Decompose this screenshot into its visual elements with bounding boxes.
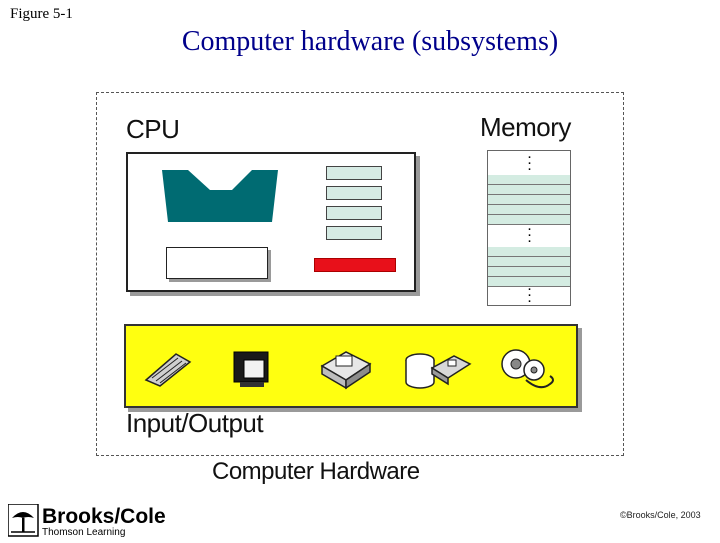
computer-hardware-frame <box>96 92 624 456</box>
publisher-logo-mark: Brooks/Cole Thomson Learning <box>7 503 166 538</box>
memory-ellipsis: ··· <box>528 152 532 176</box>
register <box>326 206 382 220</box>
memory-cell <box>488 277 570 287</box>
register <box>326 166 382 180</box>
memory-cell <box>488 175 570 185</box>
figure-label: Figure 5-1 <box>10 6 73 22</box>
printer-icon <box>320 351 372 390</box>
memory-cell <box>488 205 570 215</box>
memory-ellipsis: ··· <box>528 284 532 308</box>
disk-drive-icon <box>405 353 472 389</box>
cpu-label: CPU <box>126 114 180 144</box>
computer-hardware-label: Computer Hardware <box>212 458 420 485</box>
publisher-logo: Brooks/Cole Thomson Learning <box>7 503 172 543</box>
memory-ellipsis: ··· <box>528 224 532 248</box>
tape-drive-icon <box>501 349 554 389</box>
memory-cell <box>488 267 570 277</box>
memory-label: Memory <box>480 112 571 142</box>
control-unit <box>166 247 268 279</box>
memory-cell <box>488 195 570 205</box>
memory-cell <box>488 257 570 267</box>
io-box <box>124 324 578 408</box>
register <box>326 186 382 200</box>
memory-box: ··· ··· ··· <box>487 150 571 308</box>
memory-cell <box>488 215 570 225</box>
logo-tagline: Thomson Learning <box>42 527 125 538</box>
monitor-icon <box>233 351 269 387</box>
page-title: Computer hardware (subsystems) <box>181 26 559 57</box>
alu-icon <box>162 170 278 222</box>
logo-brand: Brooks/Cole <box>42 505 166 528</box>
copyright-notice: ©Brooks/Cole, 2003 <box>620 510 701 520</box>
keyboard-icon <box>144 353 192 387</box>
io-label: Input/Output <box>126 408 264 438</box>
status-indicator <box>314 258 396 272</box>
memory-cell <box>488 247 570 257</box>
register <box>326 226 382 240</box>
memory-cell <box>488 185 570 195</box>
